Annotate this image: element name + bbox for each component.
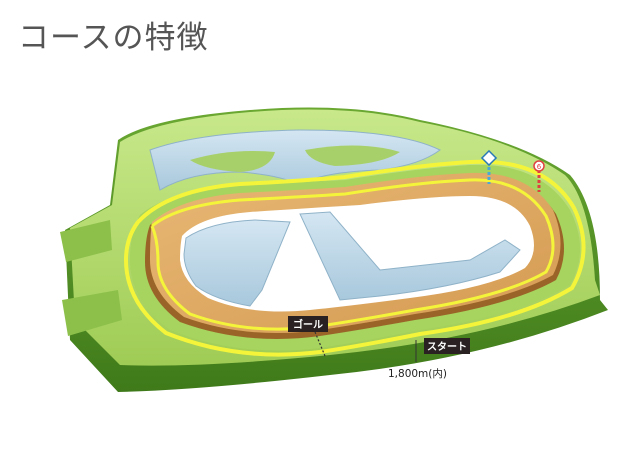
- goal-line: [314, 331, 326, 357]
- goal-label-text: ゴール: [293, 318, 323, 331]
- page-title: コースの特徴: [18, 20, 209, 56]
- distance-label: 1,800m(内): [388, 367, 447, 380]
- start-label-text: スタート: [427, 341, 467, 353]
- marker-b-text: 6: [537, 163, 542, 171]
- start-label: スタート: [424, 338, 470, 354]
- outer-rail: [123, 159, 586, 357]
- infield-inner-track: [183, 219, 291, 307]
- inner-course-hole-a: [190, 151, 275, 172]
- inner-rail: [150, 178, 555, 331]
- furlong-marker-b: 6: [533, 160, 545, 192]
- chute-left-lower: [62, 290, 122, 336]
- inner-course-hole-b: [305, 145, 400, 166]
- chute-left-upper: [60, 220, 112, 262]
- furlong-marker-a: [480, 149, 498, 184]
- infield-cross-track: [299, 211, 521, 301]
- goal-label: ゴール: [288, 316, 328, 332]
